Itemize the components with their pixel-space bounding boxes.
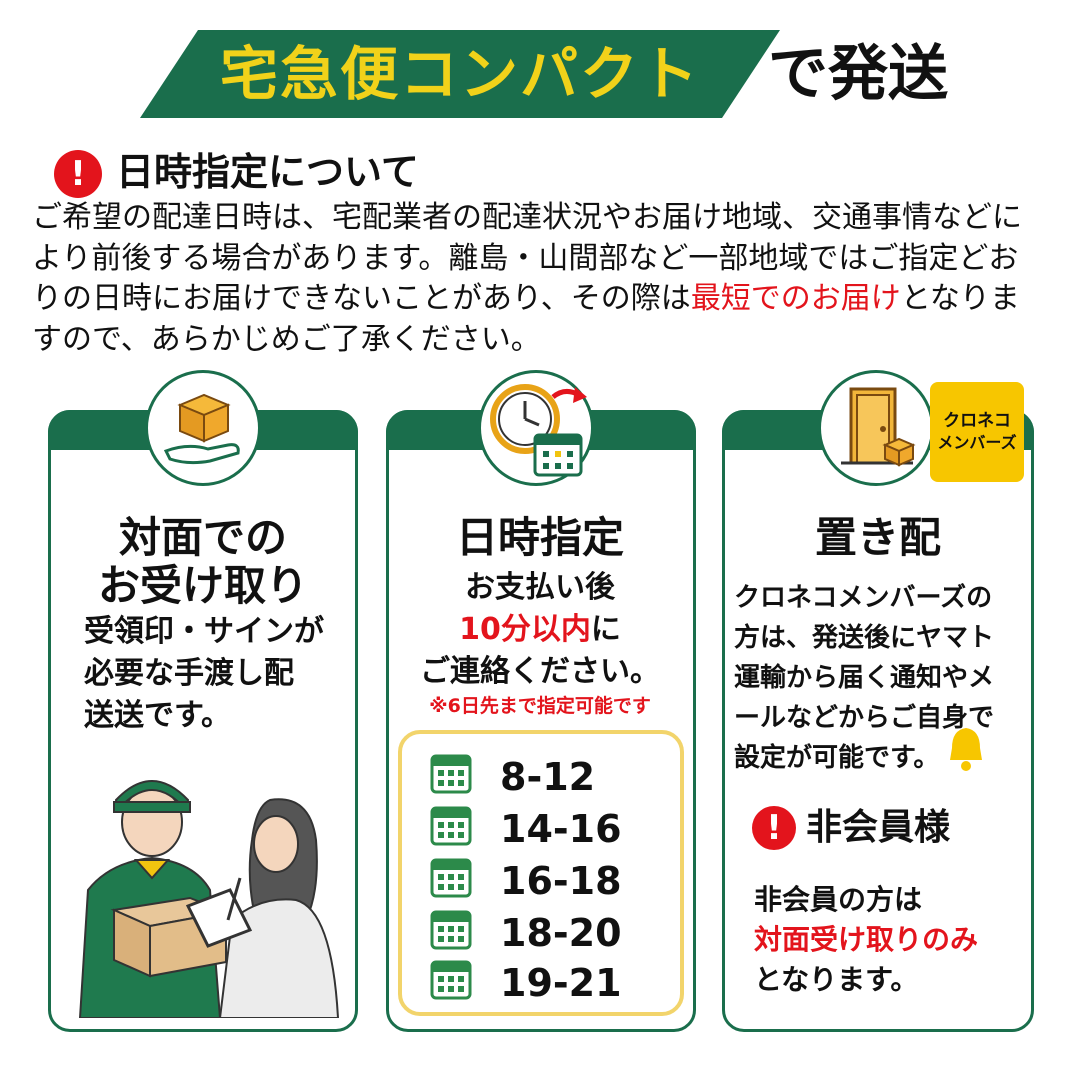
time-slot-note: ※6日先まで指定可能です (429, 695, 651, 717)
non-member-line3: となります。 (754, 963, 919, 996)
slot-label: 19-21 (500, 961, 622, 1005)
card-title: 日時指定 (455, 513, 624, 562)
card-title-line1: 対面での (118, 513, 287, 562)
card-title-line2: お受け取り (97, 561, 308, 610)
notice-title: 日時指定について (116, 150, 419, 194)
slot-row: 19-21 (430, 958, 622, 1008)
delivery-handover-illustration (78, 780, 340, 1018)
slot-label: 16-18 (500, 859, 622, 903)
exclamation-icon: ! (54, 150, 102, 198)
clock-calendar-icon (478, 370, 594, 486)
time-slot-box (398, 730, 684, 1016)
non-member-line1: 非会員の方は (754, 883, 923, 916)
time-slot-line2-emphasis: 10分以内 (459, 612, 591, 647)
card-text-line3: 送送です。 (84, 698, 231, 733)
header-suffix: で発送 (768, 39, 948, 109)
calendar-icon (430, 910, 472, 950)
slot-label: 18-20 (500, 911, 622, 955)
slot-row: 14-16 (430, 804, 622, 854)
slot-row: 8-12 (430, 752, 595, 802)
slot-label: 14-16 (500, 807, 622, 851)
card-time-slot (386, 410, 696, 1032)
notice-body: ご希望の配達日時は、宅配業者の配達状況やお届け地域、交通事情などにより前後する場… (32, 198, 1042, 360)
calendar-icon (430, 960, 472, 1000)
calendar-icon (430, 858, 472, 898)
drop-off-line5: 設定が可能です。 (734, 743, 940, 773)
notice-body-start: ご希望の配達日時は、宅配業者の配達状況やお届け地域、交通事情などにより前後する場… (32, 200, 1022, 316)
slot-row: 18-20 (430, 908, 622, 958)
drop-off-line1: クロネコメンバーズの (734, 583, 993, 613)
drop-off-line4: ールなどからご自身で (734, 703, 995, 733)
notice-body-end: となりますので、あらかじめご了承ください。 (32, 281, 1020, 357)
time-slot-line2: 10分以内に (390, 610, 690, 650)
slot-label: 8-12 (500, 755, 596, 799)
slot-row: 16-18 (430, 856, 622, 906)
drop-off-line3: 運輸から届く通知やメ (734, 663, 995, 693)
package-hand-icon (145, 370, 261, 486)
kuroneko-members-badge: クロネコ メンバーズ (930, 382, 1024, 482)
card-text-line1: 受領印・サインが (84, 614, 324, 649)
card-text-line2: 必要な手渡し配 (84, 656, 294, 691)
card-drop-off (722, 410, 1034, 1032)
calendar-icon (430, 754, 472, 794)
time-slot-line3: ご連絡ください。 (420, 654, 660, 689)
header-banner (140, 30, 780, 118)
card-title: 置き配 (814, 513, 941, 562)
calendar-icon (430, 806, 472, 846)
time-slot-line2-rest: に (590, 612, 621, 647)
non-member-emphasis: 対面受け取りのみ (754, 923, 979, 956)
door-package-icon (818, 370, 934, 486)
bell-icon (950, 728, 982, 771)
non-member-title: 非会員様 (806, 807, 951, 848)
exclamation-icon: ! (752, 806, 796, 850)
drop-off-line2: 方は、発送後にヤマト (734, 623, 995, 653)
notice-body-emphasis: 最短でのお届け (690, 281, 901, 316)
badge-line2: メンバーズ (937, 433, 1017, 452)
header-highlight: 宅急便コンパクト (219, 40, 700, 108)
badge-line1: クロネコ (943, 411, 1011, 431)
time-slot-line1: お支払い後 (465, 570, 615, 605)
